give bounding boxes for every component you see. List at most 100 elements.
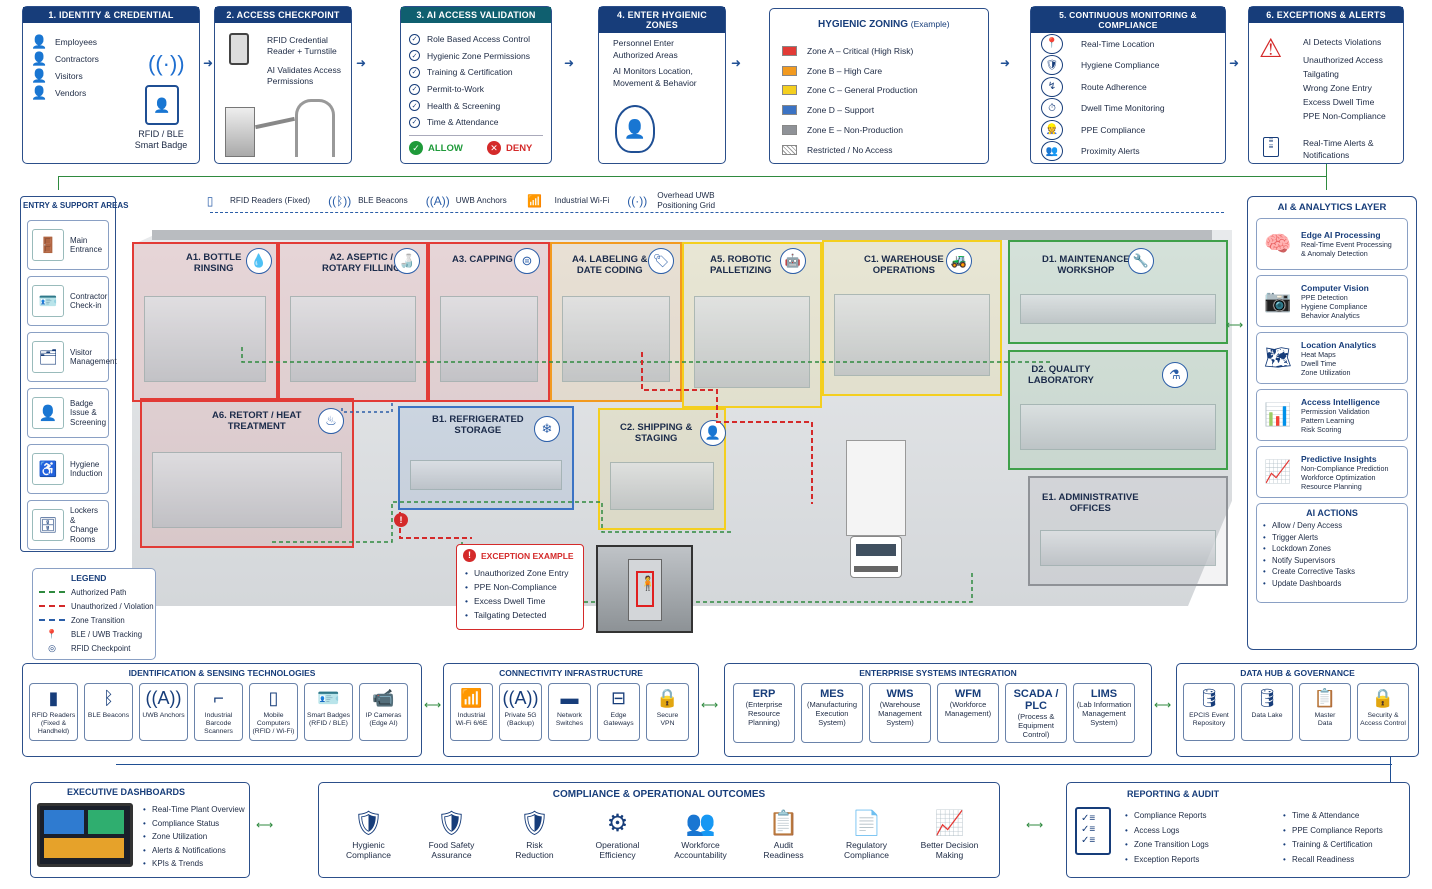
system-tile: SCADA / PLC(Process & Equipment Control) xyxy=(1005,683,1067,743)
sensor-item: ((A))UWB Anchors xyxy=(426,194,507,208)
panel-title: REPORTING & AUDIT xyxy=(1127,789,1220,799)
zone-name: C2. SHIPPING & STAGING xyxy=(620,422,693,444)
zone-legend-item: Zone A – Critical (High Risk) xyxy=(782,41,918,61)
panel-title: CONNECTIVITY INFRASTRUCTURE xyxy=(499,668,643,678)
arrow-both: ⟷ xyxy=(1026,818,1044,832)
zone-legend-item: Zone D – Support xyxy=(782,100,918,120)
allow-badge: ✓ ALLOW xyxy=(409,141,463,155)
outcome-icon: 🛡 xyxy=(353,809,384,837)
outcome-item: 🛡Risk Reduction xyxy=(493,806,576,861)
equipment xyxy=(152,452,342,528)
tile-icon: ▯ xyxy=(268,688,279,708)
monitoring-item: 📍Real-Time Location xyxy=(1041,33,1165,55)
exception-item: PPE Non-Compliance xyxy=(465,580,583,594)
ai-icon: 📈 xyxy=(1264,459,1292,484)
validation-item: ✓Hygienic Zone Permissions xyxy=(409,48,530,65)
legend-label: Unauthorized / Violation xyxy=(71,601,154,611)
tech-tile: ⌐Industrial Barcode Scanners xyxy=(194,683,243,741)
exception-item: Tailgating Detected xyxy=(465,608,583,622)
panel-title: 1. IDENTITY & CREDENTIAL xyxy=(23,7,199,23)
ai-title: Location Analytics xyxy=(1301,339,1377,350)
report-item: Access Logs xyxy=(1125,824,1209,839)
zone-icon: 🔧 xyxy=(1128,248,1154,274)
tile-icon: 📶 xyxy=(460,688,483,708)
tile-icon: 🛢 xyxy=(1255,688,1279,708)
person-label: Contractors xyxy=(55,53,99,64)
validation-label: Training & Certification xyxy=(427,67,513,78)
person-icon: 👤 xyxy=(31,33,48,49)
tile-label: EPCIS Event Repository xyxy=(1189,712,1229,727)
entry-label: Main Entrance xyxy=(70,235,103,255)
violation-path xyxy=(399,512,472,539)
top-connector-left xyxy=(58,176,59,190)
monitor-icon: 👷 xyxy=(1041,119,1063,140)
camera-feed: 🧍 xyxy=(596,545,693,633)
deny-badge: ✕ DENY xyxy=(487,141,532,155)
person-label: Employees xyxy=(55,36,98,47)
tech-tile: 🔒Security & Access Control xyxy=(1357,683,1409,741)
monitoring-item: 👷PPE Compliance xyxy=(1041,119,1165,141)
monitor-icon: 🛡 xyxy=(1041,55,1063,76)
monitor-icon: ↯ xyxy=(1041,76,1063,97)
tile-icon: ⌐ xyxy=(213,688,224,708)
zone-label: Zone D – Support xyxy=(807,105,875,116)
reporting-audit-panel: REPORTING & AUDIT ✓≡✓≡✓≡ Compliance Repo… xyxy=(1066,782,1410,878)
tile-icon: ▬ xyxy=(560,688,579,708)
outcome-icon: ⚙ xyxy=(606,809,629,837)
top-connector xyxy=(58,176,1326,177)
sensor-row: ▯RFID Readers (Fixed) ((ᛒ))BLE Beacons ((A… xyxy=(200,188,820,214)
zone-label: Zone C – General Production xyxy=(807,85,918,96)
zoning-title: HYGIENIC ZONING xyxy=(818,19,909,30)
violation-path xyxy=(641,352,813,504)
monitor-icon: 👥 xyxy=(1041,141,1063,162)
validation-label: Health & Screening xyxy=(427,100,501,111)
panel-title: ENTRY & SUPPORT AREAS xyxy=(23,201,129,210)
zone-name: A3. CAPPING xyxy=(452,254,513,265)
zone-icon: 👤 xyxy=(700,420,726,446)
zone-area xyxy=(1008,240,1228,344)
sensor-item: ((ᛒ))BLE Beacons xyxy=(328,194,408,208)
report-item: Zone Transition Logs xyxy=(1125,838,1209,853)
dashboard-item: Real-Time Plant Overview xyxy=(143,803,245,817)
outcome-item: 📄Regulatory Compliance xyxy=(825,806,908,861)
clipboard-icon: ✓≡✓≡✓≡ xyxy=(1075,807,1111,855)
monitoring-item: 👥Proximity Alerts xyxy=(1041,141,1165,163)
system-name: LIMS xyxy=(1090,688,1118,700)
reader-label: RFID Credential Reader + Turnstile xyxy=(267,35,337,56)
zone-icon: ❄ xyxy=(534,416,560,442)
zone-icon: 🚜 xyxy=(946,248,972,274)
zone-icon: 🤖 xyxy=(780,248,806,274)
data-hub-panel: DATA HUB & GOVERNANCE 🛢EPCIS Event Repos… xyxy=(1176,663,1419,757)
ai-desc: PPE Detection Hygiene Compliance Behavio… xyxy=(1301,292,1368,320)
panel-title: ENTERPRISE SYSTEMS INTEGRATION xyxy=(859,668,1017,678)
tile-icon: 🔒 xyxy=(1371,688,1395,708)
outcome-icon: 🛡 xyxy=(519,809,550,837)
tech-tile: ⊟Edge Gateways xyxy=(597,683,640,741)
outcome-icon: 📈 xyxy=(934,809,965,837)
legend-label: RFID Checkpoint xyxy=(71,643,131,653)
tile-icon: ᛒ xyxy=(103,688,114,708)
panel-title: 2. ACCESS CHECKPOINT xyxy=(215,7,351,23)
notify-label: Real-Time Alerts & Notifications xyxy=(1303,138,1374,160)
person-row: 👤Contractors xyxy=(31,50,99,67)
arrow-right: ➜ xyxy=(203,56,214,70)
entry-area: 🗄Lockers & Change Rooms xyxy=(27,500,109,550)
tile-icon: ((A)) xyxy=(502,688,539,708)
x-circle-icon: ✕ xyxy=(487,141,501,155)
panel-title: COMPLIANCE & OPERATIONAL OUTCOMES xyxy=(552,789,766,800)
arrow-right: ➜ xyxy=(1229,56,1240,70)
sensor-item: ▯RFID Readers (Fixed) xyxy=(200,194,310,208)
tile-label: Master Data xyxy=(1314,712,1336,727)
zone-legend-item: Zone B – High Care xyxy=(782,61,918,81)
dashboard-item: Alerts & Notifications xyxy=(143,844,245,858)
person-row: 👤Vendors xyxy=(31,84,99,101)
outcome-item: 📈Better Decision Making xyxy=(908,806,991,861)
system-desc: (Process & Equipment Control) xyxy=(1017,712,1055,739)
equipment xyxy=(1040,530,1216,566)
identity-credential-panel: 1. IDENTITY & CREDENTIAL 👤 Employees 👤Cont… xyxy=(22,6,200,164)
tech-tile: 🪪Smart Badges (RFID / BLE) xyxy=(304,683,353,741)
equipment xyxy=(144,296,266,382)
